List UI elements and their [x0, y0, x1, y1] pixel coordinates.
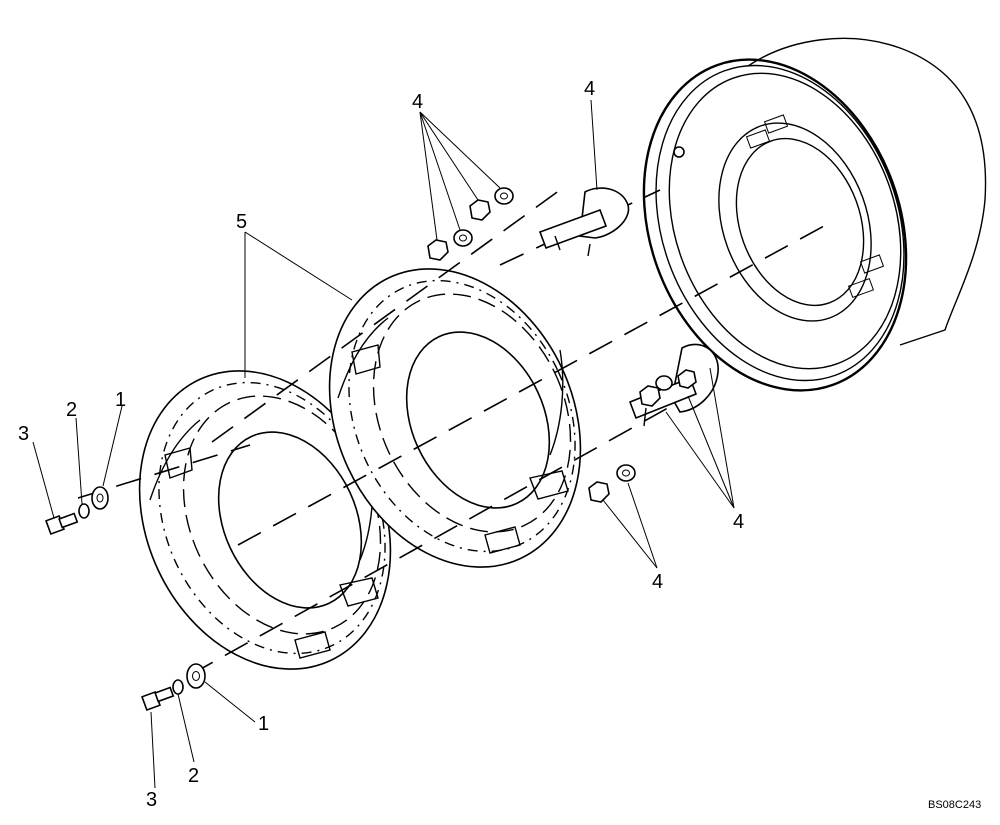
callout-labels: 4 4 5 1 2 3 1 2 3 4 4 — [18, 78, 744, 811]
callout-anchor-bracket-bottom: 4 — [733, 511, 744, 533]
callout-bottom-washer: 1 — [258, 713, 269, 735]
callout-bottom-nuts: 4 — [652, 571, 663, 593]
top-nuts-washers — [427, 187, 514, 261]
weight-ring-rear — [328, 268, 582, 568]
drawing-code: BS08C243 — [928, 799, 981, 811]
callout-weights: 5 — [236, 211, 247, 233]
callout-top-nuts: 4 — [412, 91, 423, 113]
callout-bottom-lockwasher: 2 — [188, 765, 199, 787]
bottom-nuts-washers — [588, 369, 697, 503]
anchor-bracket-bottom — [628, 343, 719, 427]
callout-left-lockwasher: 2 — [66, 399, 77, 421]
left-fastener-stack — [45, 486, 109, 535]
callout-left-washer: 1 — [115, 389, 126, 411]
bottom-fastener-stack — [141, 663, 206, 711]
leader-lines — [32, 99, 735, 789]
weight-ring-front — [138, 370, 392, 670]
callout-bottom-bolt: 3 — [146, 789, 157, 811]
wheel-rim — [642, 37, 987, 392]
anchor-bracket-top — [538, 187, 630, 257]
callout-left-bolt: 3 — [18, 423, 29, 445]
callout-anchor-bracket-top: 4 — [584, 78, 595, 100]
